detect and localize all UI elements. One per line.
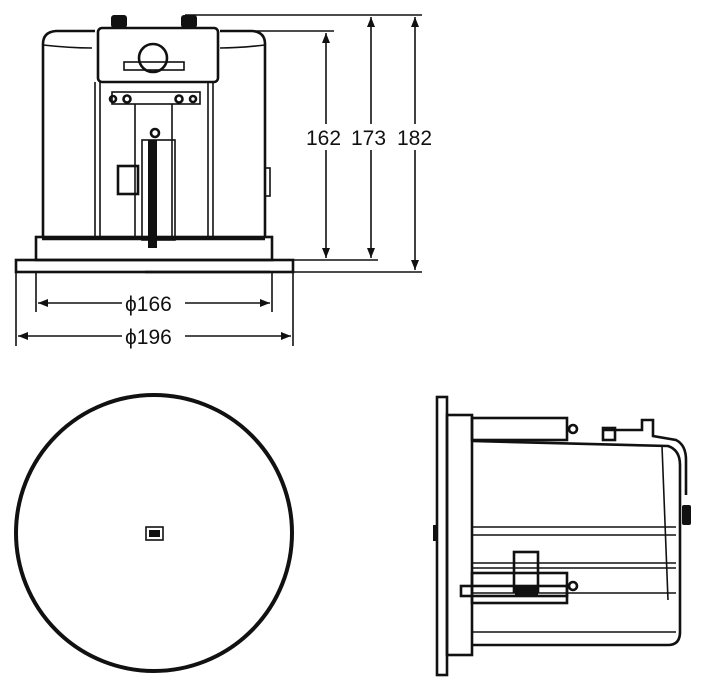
front-view <box>14 15 295 274</box>
bracket-knob-left <box>111 15 127 28</box>
bracket-knob-right <box>181 15 197 28</box>
grille-flange <box>14 258 295 274</box>
side-flange <box>435 395 449 677</box>
conduit-clamp <box>137 42 169 74</box>
side-view <box>433 395 691 677</box>
threaded-rod <box>148 140 157 248</box>
height-dimensions: 162 173 182 <box>185 14 432 273</box>
grille-circle <box>14 393 294 673</box>
dimension-173: 173 <box>351 127 386 150</box>
mounting-bracket <box>96 26 220 84</box>
dimension-phi166: ϕ166 <box>125 293 172 316</box>
dimension-182: 182 <box>397 127 432 150</box>
side-threaded-rod <box>459 584 569 598</box>
dimension-162: 162 <box>306 127 341 150</box>
clamp-block <box>116 164 140 196</box>
bottom-view <box>14 393 294 673</box>
logo-badge <box>145 526 164 541</box>
dimension-phi196: ϕ196 <box>125 326 172 349</box>
diameter-dimensions: ϕ166 ϕ196 <box>15 272 294 349</box>
